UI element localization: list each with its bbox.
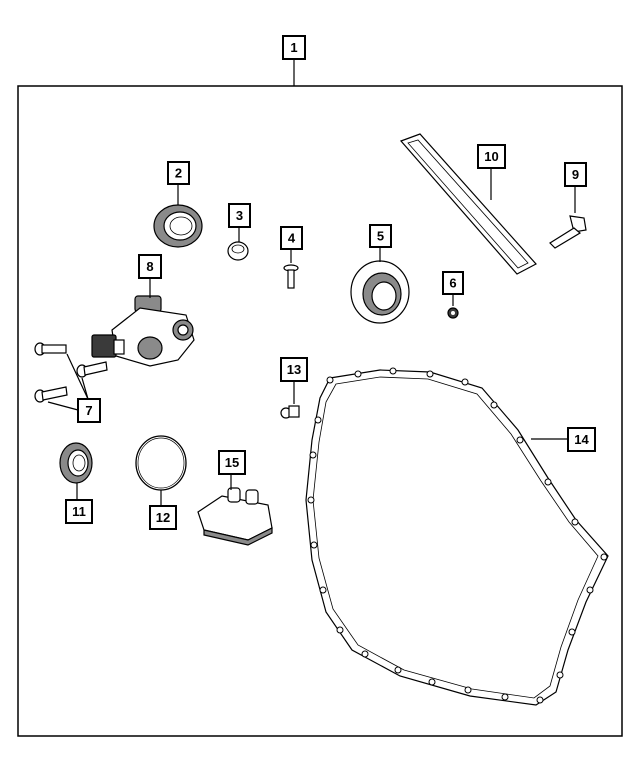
callout-12-label: 12 [156, 510, 170, 525]
part-11-seal [59, 442, 93, 484]
callout-6-label: 6 [449, 276, 456, 291]
callout-8-label: 8 [146, 259, 153, 274]
part-12-o-ring [135, 435, 187, 491]
part-8-valve-body [91, 295, 195, 367]
callout-10-label: 10 [484, 149, 498, 164]
part-9-bolt [549, 215, 587, 249]
callout-1[interactable]: 1 [282, 35, 306, 60]
part-4-bolt [283, 264, 299, 289]
callout-4[interactable]: 4 [280, 226, 303, 250]
callout-13[interactable]: 13 [280, 357, 308, 382]
part-15-filter [197, 487, 273, 546]
callout-5-label: 5 [377, 229, 384, 244]
callout-13-label: 13 [287, 362, 301, 377]
callout-4-label: 4 [288, 231, 296, 246]
kit-frame [17, 85, 623, 737]
callout-6[interactable]: 6 [442, 271, 464, 295]
part-2-seal [153, 204, 203, 248]
part-6-o-ring [447, 307, 459, 319]
callout-9-label: 9 [572, 167, 579, 182]
part-3-plug [227, 241, 249, 261]
callout-1-label: 1 [290, 40, 297, 55]
callout-8[interactable]: 8 [138, 254, 162, 279]
callout-3[interactable]: 3 [228, 203, 251, 228]
callout-12[interactable]: 12 [149, 505, 177, 530]
callout-14[interactable]: 14 [567, 427, 596, 452]
callout-2-label: 2 [175, 166, 182, 181]
callout-5[interactable]: 5 [369, 224, 392, 248]
callout-15-label: 15 [225, 455, 239, 470]
part-14-pan-gasket [305, 367, 609, 706]
callout-3-label: 3 [236, 208, 243, 223]
part-5-seal [350, 260, 410, 324]
callout-14-label: 14 [574, 432, 589, 447]
callout-11-label: 11 [72, 504, 86, 519]
part-7-bolts [34, 342, 108, 403]
callout-7[interactable]: 7 [77, 398, 101, 423]
callout-2[interactable]: 2 [167, 161, 190, 185]
part-10-gasket [399, 133, 537, 275]
callout-11[interactable]: 11 [65, 499, 93, 524]
callout-15[interactable]: 15 [218, 450, 246, 475]
callout-7-label: 7 [85, 403, 92, 418]
callout-10[interactable]: 10 [477, 144, 506, 169]
callout-9[interactable]: 9 [564, 162, 587, 187]
part-13-bolt [280, 405, 300, 419]
